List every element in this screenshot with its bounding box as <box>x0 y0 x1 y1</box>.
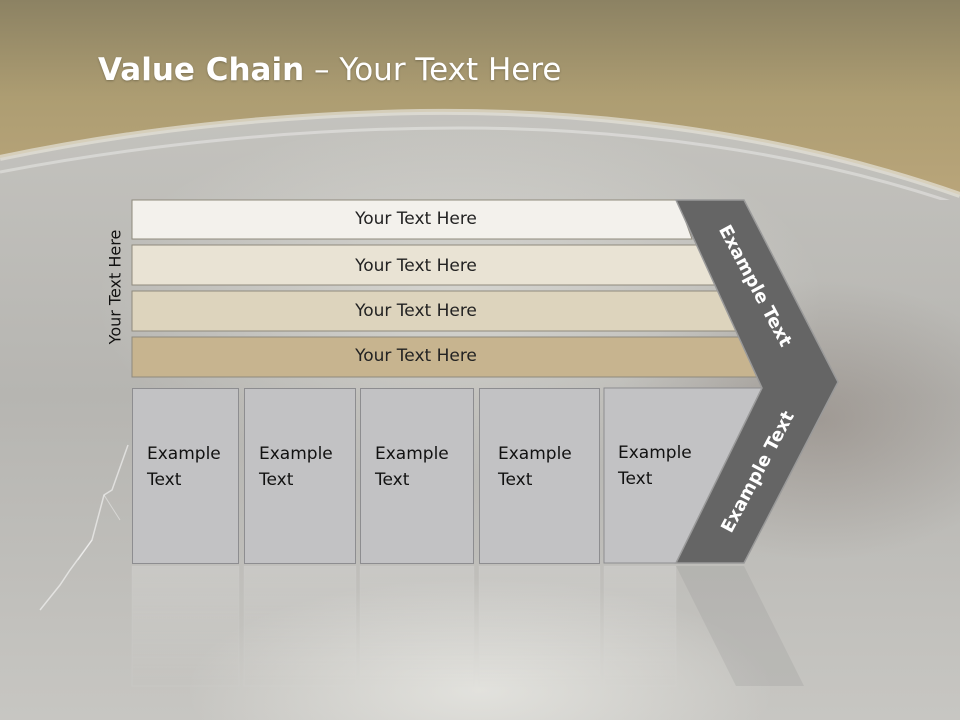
row-1-bar <box>131 199 693 240</box>
box-3-line-2: Text <box>375 470 410 490</box>
title-rest: – Your Text Here <box>304 52 562 88</box>
box-3-line-1: Example <box>375 444 449 464</box>
chevron-arrow <box>674 199 839 564</box>
box-4-line-2: Text <box>498 470 533 490</box>
box-5-line-1: Example <box>618 443 692 463</box>
slide-title: Value Chain – Your Text Here <box>98 52 561 88</box>
box-2-line-2: Text <box>259 470 294 490</box>
row-2-label: Your Text Here <box>355 256 477 276</box>
title-bold: Value Chain <box>98 52 305 88</box>
box-2-line-1: Example <box>259 444 333 464</box>
row-4-label: Your Text Here <box>355 346 477 366</box>
box-4-line-1: Example <box>498 444 572 464</box>
box-1-line-1: Example <box>147 444 221 464</box>
row-3-label: Your Text Here <box>355 301 477 321</box>
box-1-line-2: Text <box>147 470 182 490</box>
box-5-line-2: Text <box>618 469 653 489</box>
header-band <box>0 0 960 200</box>
row-1-label: Your Text Here <box>355 209 477 229</box>
